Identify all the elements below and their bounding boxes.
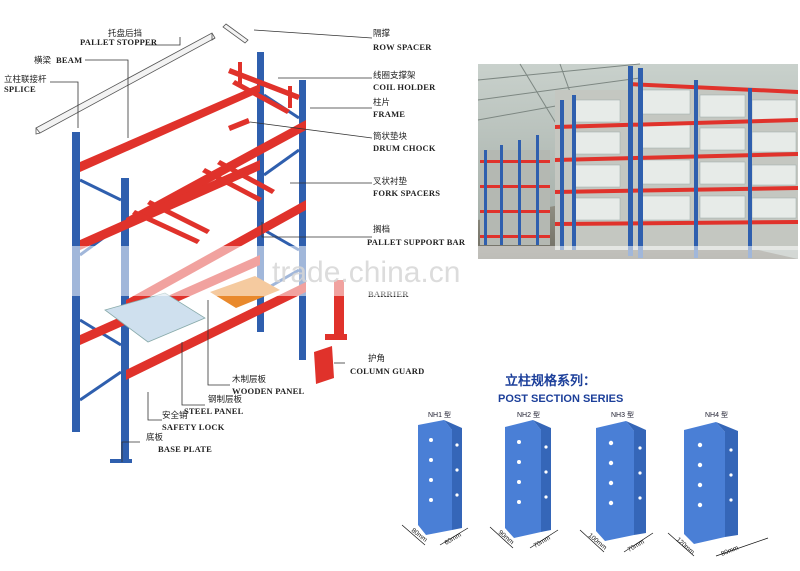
post-nh4: NH4 型 120mm 80mm: [667, 410, 769, 558]
fork-spacers-part: [132, 160, 275, 244]
label-wooden-panel-en: WOODEN PANEL: [232, 386, 305, 396]
drum-chock-part: [228, 118, 250, 131]
post-nh2: NH2 型 90mm 70mm: [489, 410, 559, 550]
label-pallet-stopper-cn: 托盘后挡: [108, 28, 142, 39]
post-nh2-label: NH2 型: [517, 410, 540, 419]
leader-lines: [50, 29, 373, 462]
label-pallet-support-bar-cn: 搁档: [373, 224, 390, 235]
label-pallet-stopper-en: PALLET STOPPER: [80, 37, 158, 47]
barrier-part: [325, 280, 347, 340]
label-coil-holder-en: COIL HOLDER: [373, 82, 436, 92]
label-beam-en: BEAM: [56, 55, 82, 65]
label-pallet-support-bar-en: PALLET SUPPORT BAR: [367, 237, 466, 247]
label-drum-chock-en: DRUM CHOCK: [373, 143, 436, 153]
row-spacer-part: [222, 23, 249, 44]
post-nh1: NH1 型 80mm 60mm: [401, 410, 469, 547]
label-row-spacer-cn: 隔撑: [373, 28, 391, 39]
label-base-plate-cn: 底板: [146, 432, 164, 443]
frame-front: [72, 132, 132, 463]
post-nh3: NH3 型 100mm 70mm: [579, 410, 654, 554]
label-fork-spacers-cn: 叉状衬垫: [373, 176, 408, 187]
label-frame-en: FRAME: [373, 109, 405, 119]
label-safety-lock-en: SAFETY LOCK: [162, 422, 225, 432]
post-nh4-depth: 80mm: [720, 545, 739, 558]
series-title-cn: 立柱规格系列：: [505, 373, 596, 389]
post-nh1-label: NH1 型: [428, 410, 451, 419]
post-section-series: 立柱规格系列： POST SECTION SERIES NH1 型 80mm 6…: [401, 373, 769, 558]
post-nh4-label: NH4 型: [705, 410, 728, 419]
post-nh1-depth: 60mm: [444, 532, 463, 547]
post-nh3-depth: 70mm: [627, 539, 646, 554]
label-steel-panel-en: STEEL PANEL: [184, 406, 244, 416]
coil-holder-part: [228, 62, 300, 114]
label-column-guard-en: COLUMN GUARD: [350, 366, 424, 376]
beams: [80, 84, 306, 380]
label-row-spacer-en: ROW SPACER: [373, 42, 432, 52]
part-labels: 托盘后挡 PALLET STOPPER 横梁 BEAM 立柱联接杆 SPLICE…: [4, 28, 466, 454]
label-safety-lock-cn: 安全销: [162, 410, 188, 421]
label-fork-spacers-en: FORK SPACERS: [373, 188, 440, 198]
label-column-guard-cn: 护角: [368, 353, 385, 364]
post-nh2-depth: 70mm: [533, 535, 552, 550]
label-coil-holder-cn: 线圈支撑架: [373, 70, 416, 81]
warehouse-photo: [477, 63, 798, 259]
label-frame-cn: 柱片: [373, 97, 390, 108]
series-title-en: POST SECTION SERIES: [498, 393, 623, 405]
pallet-stopper-part: [35, 32, 216, 135]
column-guard-part: [314, 346, 334, 384]
label-wooden-panel-cn: 木制层板: [232, 374, 267, 385]
label-splice-cn: 立柱联接杆: [4, 74, 47, 85]
label-drum-chock-cn: 筒状垫块: [373, 131, 408, 142]
watermark-band: trade.china.cn: [0, 246, 800, 296]
rack-illustration: [35, 23, 347, 463]
label-base-plate-en: BASE PLATE: [158, 444, 212, 454]
label-steel-panel-cn: 钢制层板: [208, 394, 243, 405]
watermark-text: trade.china.cn: [272, 256, 460, 289]
label-beam-cn: 横梁: [34, 55, 52, 66]
post-nh3-label: NH3 型: [611, 410, 634, 419]
steel-panel-part: [104, 292, 206, 343]
label-splice-en: SPLICE: [4, 84, 36, 94]
